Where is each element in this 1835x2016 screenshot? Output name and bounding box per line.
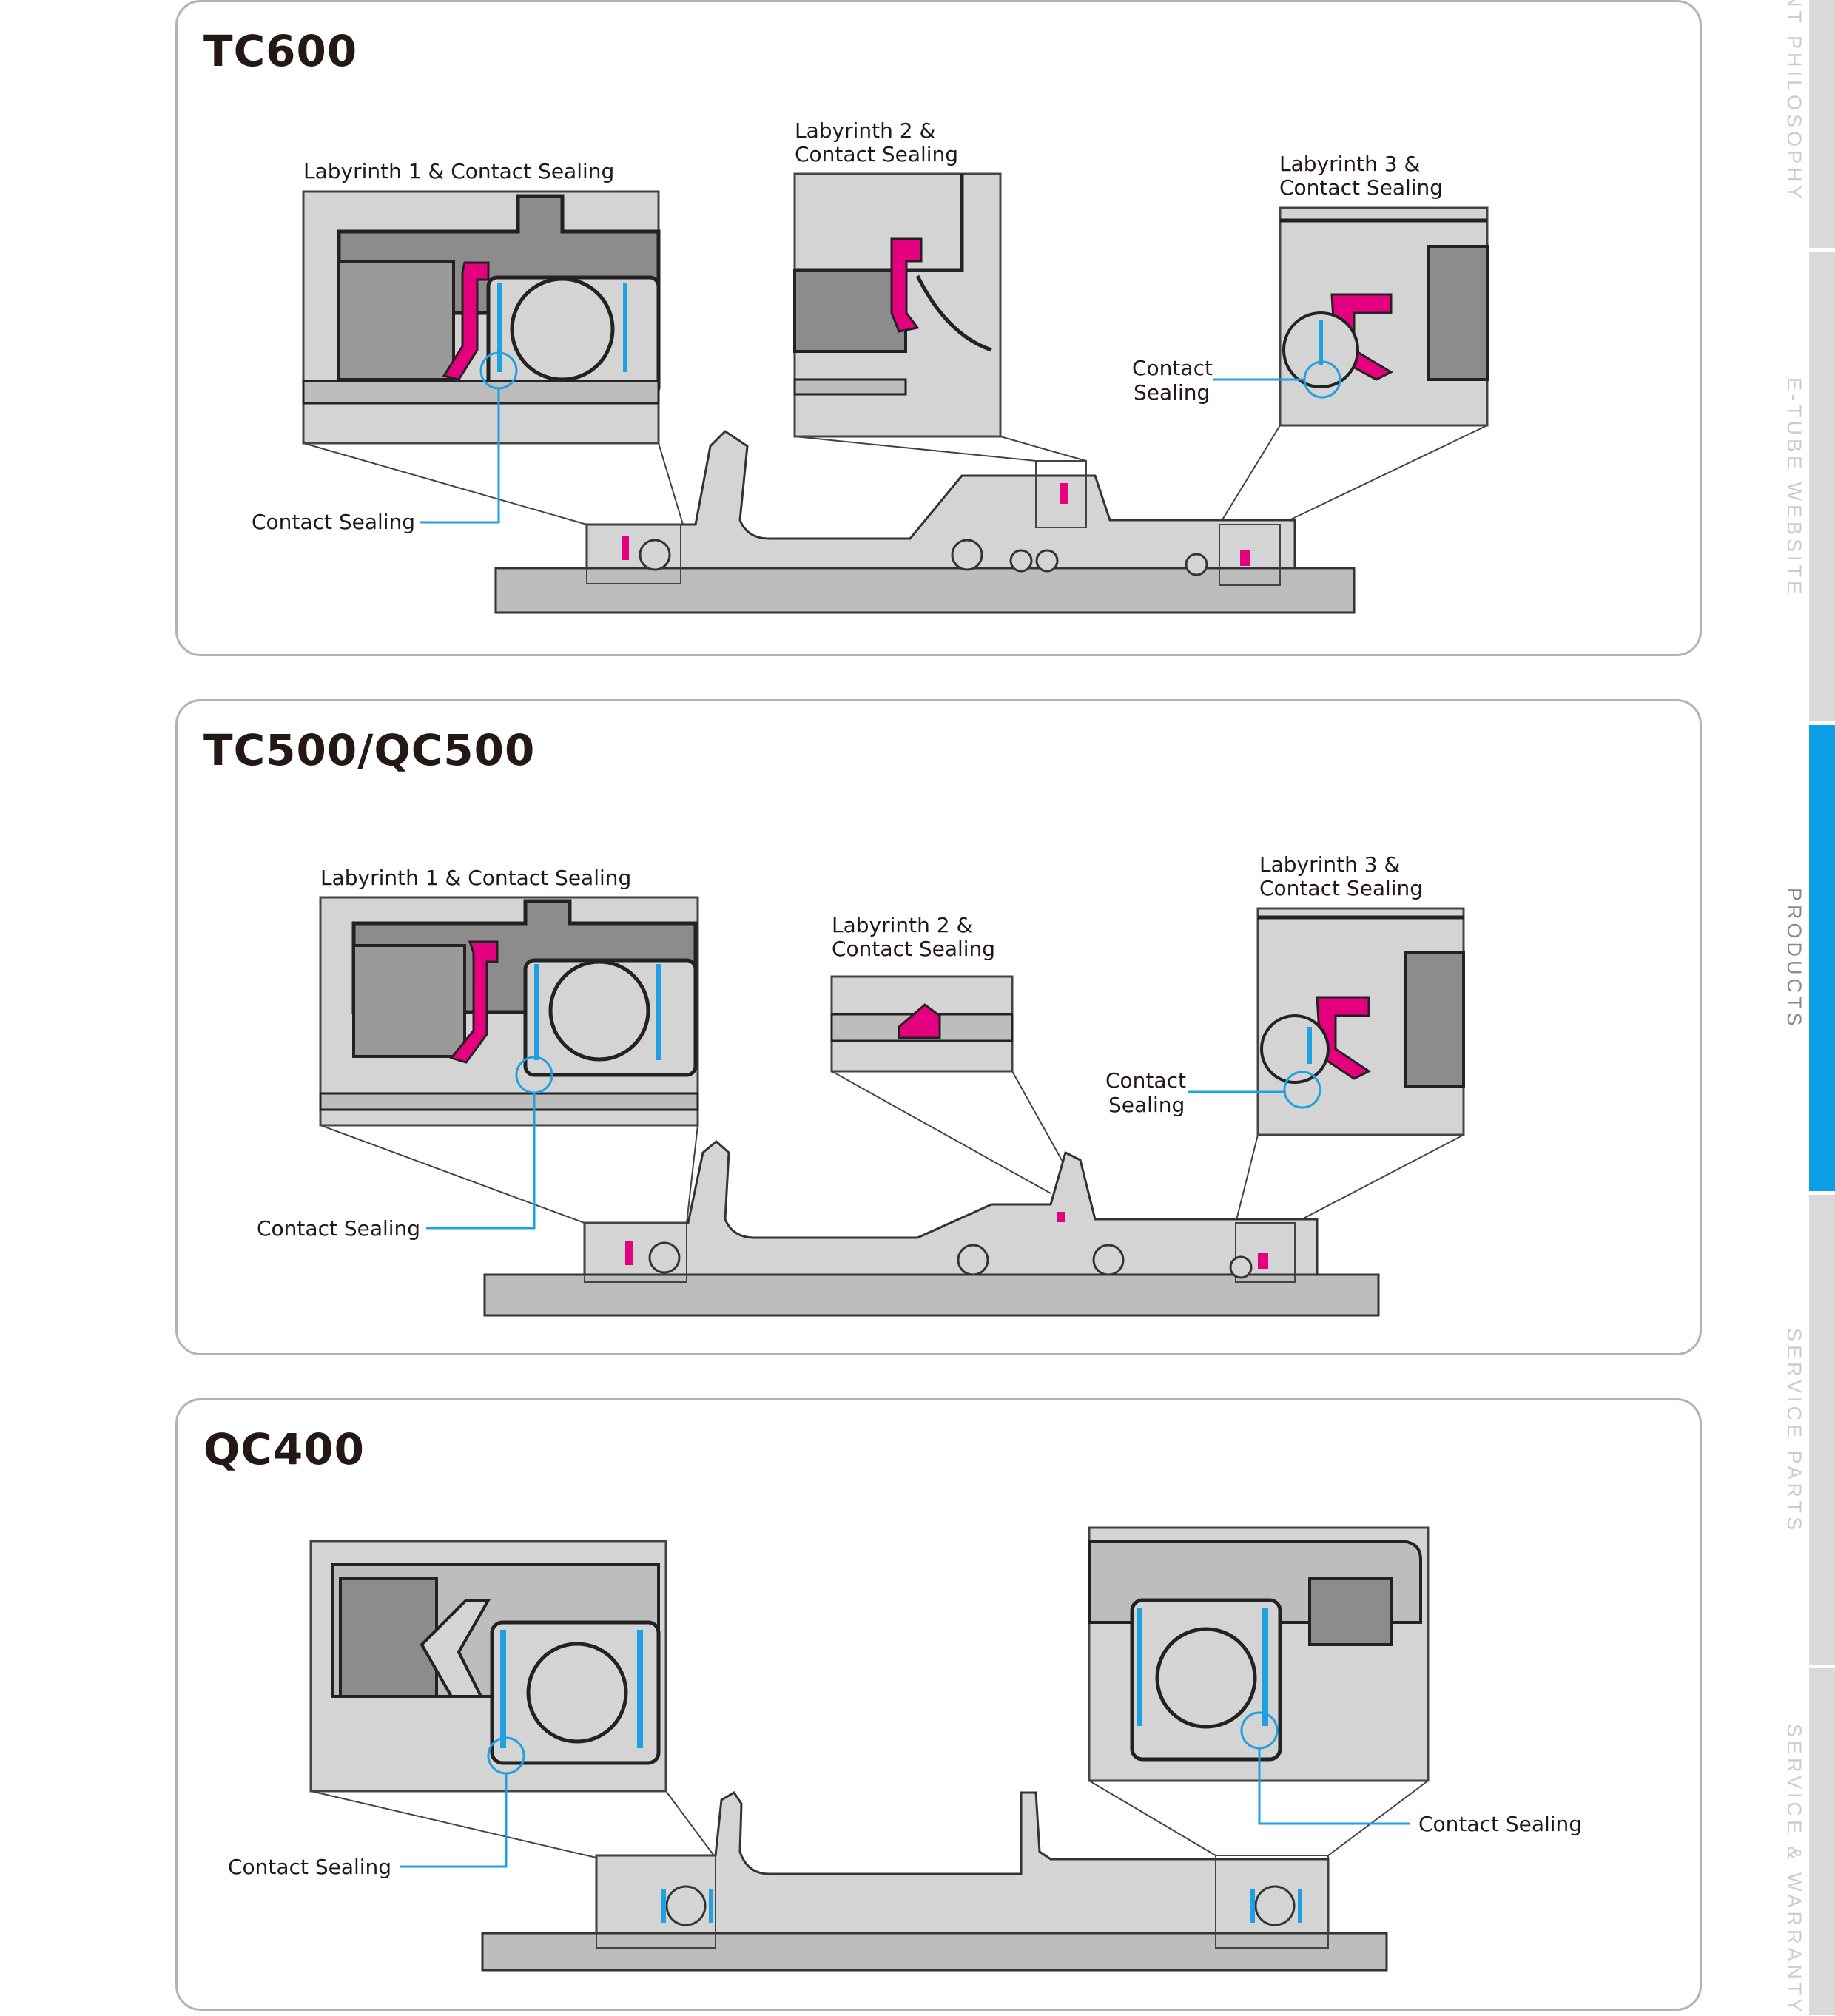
contact-leaders xyxy=(420,378,1304,524)
label-labyrinth-2-line1: Labyrinth 2 & xyxy=(795,118,935,143)
label-contact-sealing-left: Contact Sealing xyxy=(228,1855,391,1879)
zoom-box-left xyxy=(309,1540,667,1793)
nav-tab-philosophy[interactable] xyxy=(1809,0,1835,248)
label-contact-right-line2: Sealing xyxy=(1108,1093,1185,1117)
nav-tab-etube[interactable] xyxy=(1809,252,1835,721)
label-labyrinth-2-line2: Contact Sealing xyxy=(795,142,958,166)
label-contact-right-line2: Sealing xyxy=(1134,380,1210,405)
label-contact-right-line1: Contact xyxy=(1105,1068,1186,1093)
nav-tab-products[interactable] xyxy=(1809,725,1835,1191)
panel-title: TC500/QC500 xyxy=(203,725,536,775)
label-labyrinth-3-line2: Contact Sealing xyxy=(1279,175,1443,200)
diagram-qc400: Contact Sealing Contact Sealing xyxy=(228,1526,1582,1972)
label-contact-sealing-right: Contact Sealing xyxy=(1418,1812,1582,1836)
nav-label-etube[interactable]: E-TUBE WEBSITE xyxy=(1783,377,1805,599)
nav-label-philosophy[interactable]: NT PHILOSOPHY xyxy=(1783,0,1805,203)
zoom-box-labyrinth-3 xyxy=(1279,206,1489,427)
label-labyrinth-2-line2: Contact Sealing xyxy=(832,937,995,961)
contact-leaders xyxy=(400,1748,1410,1868)
label-labyrinth-3-line2: Contact Sealing xyxy=(1259,876,1423,900)
label-contact-sealing-left: Contact Sealing xyxy=(257,1216,420,1241)
hub-cross-section xyxy=(483,1140,1380,1317)
label-labyrinth-3-line1: Labyrinth 3 & xyxy=(1279,152,1420,176)
panel-qc400: Contact Sealing Contact Sealing QC400 xyxy=(175,1398,1702,2011)
nav-tab-service-parts[interactable] xyxy=(1809,1195,1835,1665)
zoom-box-labyrinth-3 xyxy=(1256,907,1465,1136)
hub-cross-section xyxy=(494,430,1356,614)
zoom-box-labyrinth-2 xyxy=(830,975,1014,1073)
label-contact-right-line1: Contact xyxy=(1132,356,1213,380)
contact-leaders xyxy=(426,1090,1284,1230)
panel-tc600: Labyrinth 1 & Contact Sealing Labyrinth … xyxy=(175,0,1702,656)
zoom-box-right xyxy=(1088,1526,1430,1782)
callout-lines xyxy=(320,1071,1464,1224)
label-labyrinth-2-line1: Labyrinth 2 & xyxy=(832,913,972,937)
nav-label-service-warranty[interactable]: SERVICE & WARRANTY xyxy=(1783,1724,1805,2016)
label-labyrinth-1: Labyrinth 1 & Contact Sealing xyxy=(303,159,614,183)
zoom-box-labyrinth-1 xyxy=(319,896,699,1127)
hub-cross-section xyxy=(481,1790,1388,1972)
panel-title: QC400 xyxy=(203,1424,365,1474)
panel-title: TC600 xyxy=(203,26,358,76)
callout-lines xyxy=(310,1780,1429,1858)
diagram-tc500-qc500: Labyrinth 1 & Contact Sealing Labyrinth … xyxy=(257,852,1465,1317)
nav-label-products[interactable]: PRODUCTS xyxy=(1783,888,1805,1030)
zoom-box-labyrinth-2 xyxy=(793,172,1002,438)
nav-label-service-parts[interactable]: SERVICE PARTS xyxy=(1783,1328,1805,1534)
callout-lines xyxy=(303,425,1488,525)
zoom-box-labyrinth-1 xyxy=(302,190,661,445)
side-navigation xyxy=(1809,0,1835,2015)
panel-tc500-qc500: Labyrinth 1 & Contact Sealing Labyrinth … xyxy=(175,699,1702,1355)
label-contact-sealing-left: Contact Sealing xyxy=(252,510,415,534)
diagram-tc600: Labyrinth 1 & Contact Sealing Labyrinth … xyxy=(252,118,1489,614)
label-labyrinth-1: Labyrinth 1 & Contact Sealing xyxy=(320,866,631,890)
nav-tab-service-warranty[interactable] xyxy=(1809,1668,1835,2015)
label-labyrinth-3-line1: Labyrinth 3 & xyxy=(1259,852,1400,877)
